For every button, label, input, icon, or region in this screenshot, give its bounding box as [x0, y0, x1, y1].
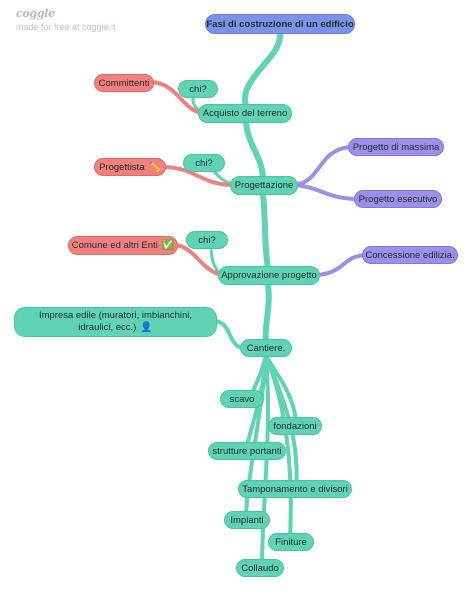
node-committenti[interactable]: Committenti	[94, 74, 154, 92]
progetto-esecutivo-label: Progetto esecutivo	[358, 193, 438, 205]
impresa-label: Impresa edile (muratori, imbianchini, id…	[38, 310, 193, 333]
node-chi-1[interactable]: chi?	[178, 80, 218, 98]
node-tamponamento-divisori[interactable]: Tamponamento e divisori	[238, 480, 352, 498]
link-progettazione-progettista	[162, 165, 234, 187]
link-acquisto-progettazione	[243, 119, 266, 181]
tamponamento-label: Tamponamento e divisori	[242, 483, 348, 495]
comune-label: Comune ed altri Enti	[71, 240, 158, 251]
check-mark-emoji-icon: ✅	[161, 240, 175, 251]
node-impianti[interactable]: Impianti	[224, 511, 270, 529]
progettazione-label: Progettazione	[234, 180, 294, 191]
node-strutture-portanti[interactable]: strutture portanti	[208, 442, 286, 460]
node-scavo[interactable]: scavo	[220, 390, 264, 408]
person-emoji-icon: 👤	[140, 322, 153, 333]
link-approvazione-concessione	[316, 253, 368, 277]
link-progettazione-esecutivo	[294, 183, 357, 201]
root-node[interactable]: Fasi di costruzione di un edificio	[205, 14, 355, 34]
node-progetto-massima[interactable]: Progetto di massima	[348, 138, 444, 156]
node-approvazione-progetto[interactable]: Approvazione progetto	[218, 266, 320, 285]
node-progetto-esecutivo[interactable]: Progetto esecutivo	[354, 190, 442, 208]
node-comune-enti[interactable]: Comune ed altri Enti ✅	[68, 236, 178, 255]
collaudo-label: Collaudo	[241, 562, 279, 574]
node-concessione-edilizia[interactable]: Concessione edilizia.	[362, 246, 458, 264]
cantiere-label: Cantiere.	[246, 342, 286, 354]
chi-1-label: chi?	[189, 83, 207, 95]
node-progettazione[interactable]: Progettazione	[230, 176, 298, 195]
node-fondazioni[interactable]: fondazioni	[268, 417, 322, 435]
link-cantiere-impianti	[244, 354, 268, 518]
node-finiture[interactable]: Finiture	[268, 533, 314, 551]
node-impresa-edile[interactable]: Impresa edile (muratori, imbianchini, id…	[14, 307, 217, 337]
node-chi-3[interactable]: chi?	[186, 231, 228, 249]
committenti-label: Committenti	[98, 77, 150, 89]
link-cantiere-finiture	[264, 354, 293, 540]
impianti-label: Impianti	[230, 514, 264, 526]
link-approvazione-cantiere	[262, 281, 272, 343]
link-cantiere-collaudo	[260, 354, 270, 568]
link-acquisto-committenti	[150, 80, 204, 115]
link-progettazione-massima	[294, 145, 352, 187]
fondazioni-label: fondazioni	[273, 420, 317, 432]
scavo-label: scavo	[229, 393, 255, 405]
link-progettazione-approvazione	[260, 191, 271, 271]
progettista-label: Progettista	[99, 161, 145, 173]
node-chi-2[interactable]: chi?	[183, 154, 225, 172]
strutture-label: strutture portanti	[212, 445, 282, 457]
acquisto-label: Acquisto del terreno	[202, 108, 288, 119]
link-root-acquisto	[242, 31, 283, 109]
concessione-label: Concessione edilizia.	[365, 249, 455, 261]
made-with-coggle-note: made for free at coggle.it	[16, 22, 116, 32]
finiture-label: Finiture	[275, 536, 307, 548]
node-acquisto-terreno[interactable]: Acquisto del terreno	[198, 104, 292, 123]
node-collaudo[interactable]: Collaudo	[236, 559, 284, 577]
root-label: Fasi di costruzione di un edificio	[206, 18, 354, 30]
link-cantiere-impresa	[214, 319, 245, 350]
link-approvazione-comune	[174, 243, 224, 277]
chi-2-label: chi?	[195, 157, 213, 169]
node-progettista[interactable]: Progettista ✏️	[94, 158, 166, 176]
chi-3-label: chi?	[198, 234, 216, 246]
coggle-logo: coggle	[16, 7, 55, 20]
pencil-emoji-icon: ✏️	[148, 161, 161, 173]
progetto-massima-label: Progetto di massima	[352, 141, 440, 153]
approvazione-label: Approvazione progetto	[221, 270, 317, 281]
node-cantiere[interactable]: Cantiere.	[240, 339, 292, 357]
